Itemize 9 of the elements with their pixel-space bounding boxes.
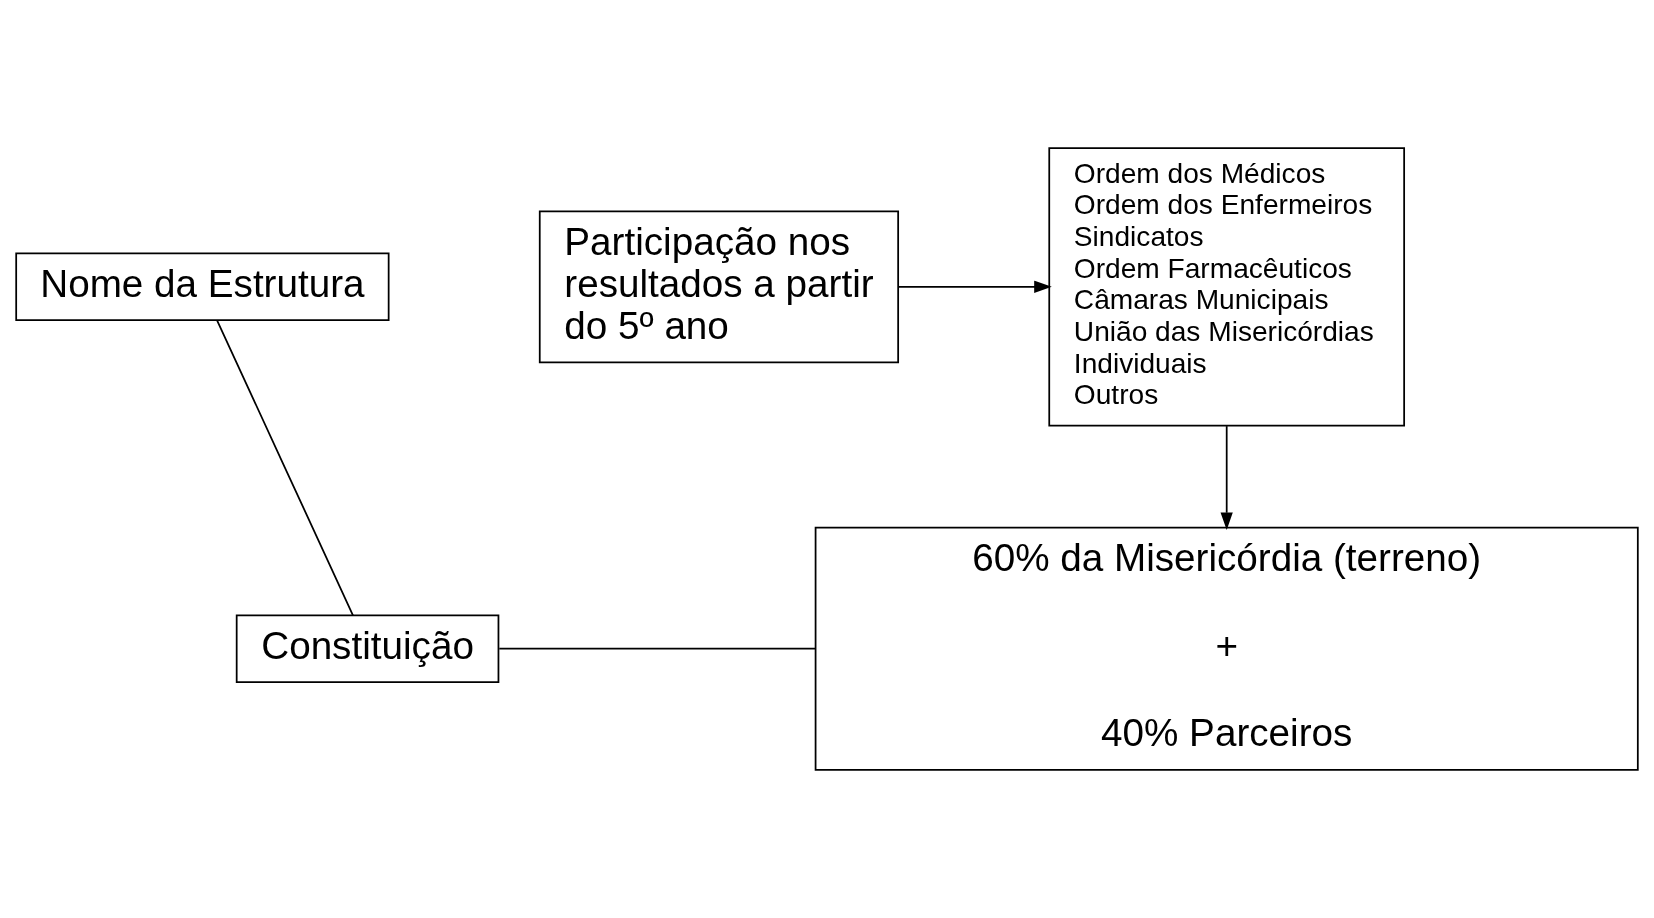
connector: [216, 319, 354, 617]
node-box: Participação nos resultados a partir do 5º ano: [538, 210, 900, 364]
node-box: Nome da Estrutura: [15, 252, 390, 322]
connector: [498, 647, 817, 650]
arrow: [897, 280, 1052, 293]
node-box: Ordem dos Médicos Ordem dos Enfermeiros Sindicatos Ordem Farmacêuticos Câmaras Municipais União das Misericórdias Individuais Outros: [1048, 147, 1406, 427]
node-box: 60% da Misericórdia (terreno) + 40% Parceiros: [814, 526, 1639, 771]
arrow: [1220, 425, 1233, 530]
node-box: Constituição: [235, 614, 500, 683]
